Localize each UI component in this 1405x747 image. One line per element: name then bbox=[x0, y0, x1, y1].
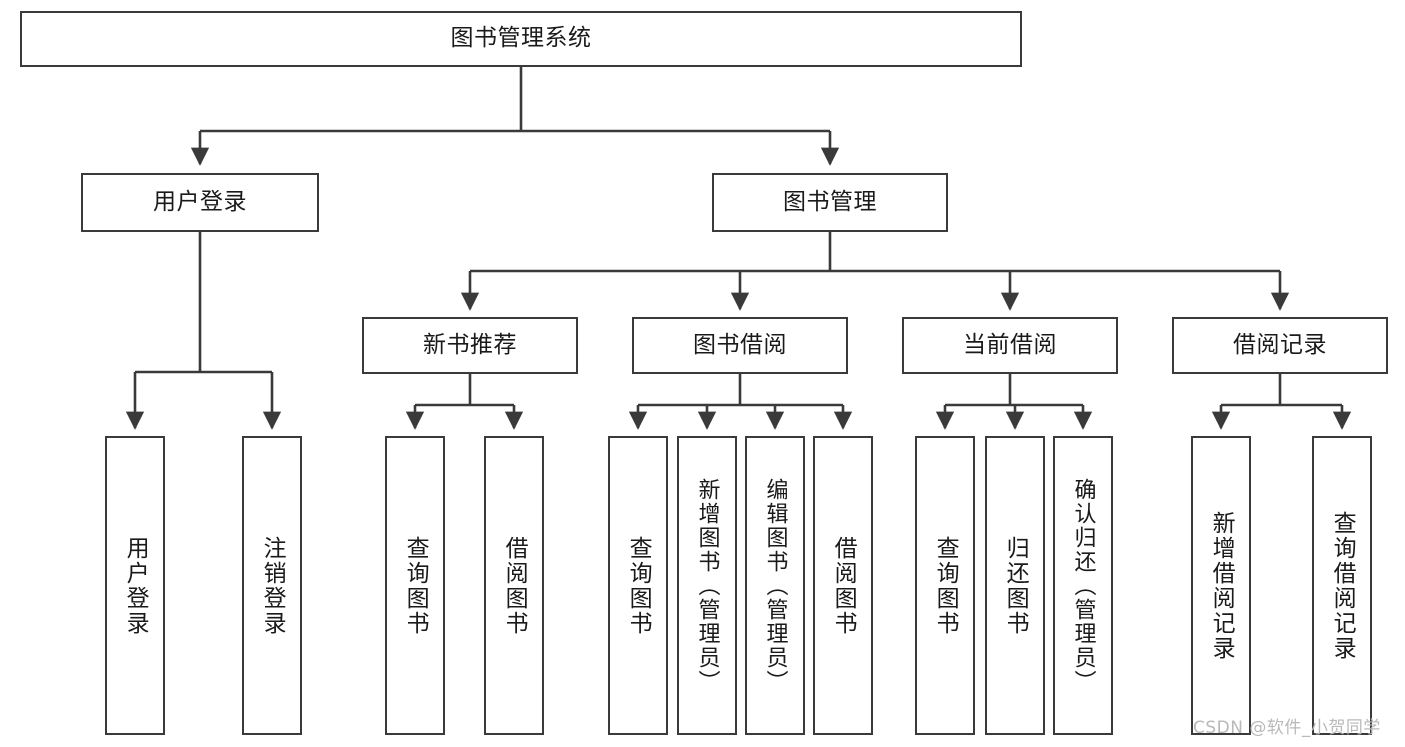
node-label: 查询借阅记录 bbox=[1329, 510, 1356, 661]
node-label: 查询图书 bbox=[402, 535, 429, 636]
node-query-book-borrow[interactable]: 查询图书 bbox=[608, 436, 668, 735]
node-label: 借阅图书 bbox=[501, 535, 528, 636]
node-query-borrow-record[interactable]: 查询借阅记录 bbox=[1312, 436, 1372, 735]
node-label: 注销登录 bbox=[259, 535, 286, 636]
node-user-login[interactable]: 用户登录 bbox=[81, 173, 319, 232]
node-add-borrow-record[interactable]: 新增借阅记录 bbox=[1191, 436, 1251, 735]
node-user-login-leaf[interactable]: 用户登录 bbox=[105, 436, 165, 735]
node-query-book-recommend[interactable]: 查询图书 bbox=[385, 436, 445, 735]
node-new-book-recommend[interactable]: 新书推荐 bbox=[362, 317, 578, 374]
node-label: 新增图书（管理员） bbox=[694, 477, 720, 694]
node-label: 图书管理 bbox=[783, 188, 877, 215]
node-edit-book-admin[interactable]: 编辑图书（管理员） bbox=[745, 436, 805, 735]
node-label: 用户登录 bbox=[153, 188, 247, 215]
node-label: 编辑图书（管理员） bbox=[762, 477, 788, 694]
node-book-management[interactable]: 图书管理 bbox=[712, 173, 948, 232]
node-add-book-admin[interactable]: 新增图书（管理员） bbox=[677, 436, 737, 735]
node-current-borrow[interactable]: 当前借阅 bbox=[902, 317, 1118, 374]
node-confirm-return-admin[interactable]: 确认归还（管理员） bbox=[1053, 436, 1113, 735]
node-label: 借阅记录 bbox=[1233, 331, 1327, 358]
node-label: 查询图书 bbox=[625, 535, 652, 636]
node-label: 图书借阅 bbox=[693, 331, 787, 358]
node-borrow-record[interactable]: 借阅记录 bbox=[1172, 317, 1388, 374]
node-query-book-current[interactable]: 查询图书 bbox=[915, 436, 975, 735]
node-book-borrow[interactable]: 图书借阅 bbox=[632, 317, 848, 374]
node-return-book[interactable]: 归还图书 bbox=[985, 436, 1045, 735]
node-label: 确认归还（管理员） bbox=[1070, 477, 1096, 694]
node-label: 新增借阅记录 bbox=[1208, 510, 1235, 661]
node-book-management-system[interactable]: 图书管理系统 bbox=[20, 11, 1022, 67]
node-label: 归还图书 bbox=[1002, 535, 1029, 636]
node-label: 查询图书 bbox=[932, 535, 959, 636]
node-label: 借阅图书 bbox=[830, 535, 857, 636]
node-label: 当前借阅 bbox=[963, 331, 1057, 358]
node-label: 新书推荐 bbox=[423, 331, 517, 358]
node-logout-leaf[interactable]: 注销登录 bbox=[242, 436, 302, 735]
node-borrow-book-borrow[interactable]: 借阅图书 bbox=[813, 436, 873, 735]
node-label: 图书管理系统 bbox=[450, 25, 592, 52]
node-borrow-book-recommend[interactable]: 借阅图书 bbox=[484, 436, 544, 735]
node-label: 用户登录 bbox=[122, 535, 149, 636]
csdn-watermark: CSDN @软件_小贺同学 bbox=[1193, 718, 1381, 738]
